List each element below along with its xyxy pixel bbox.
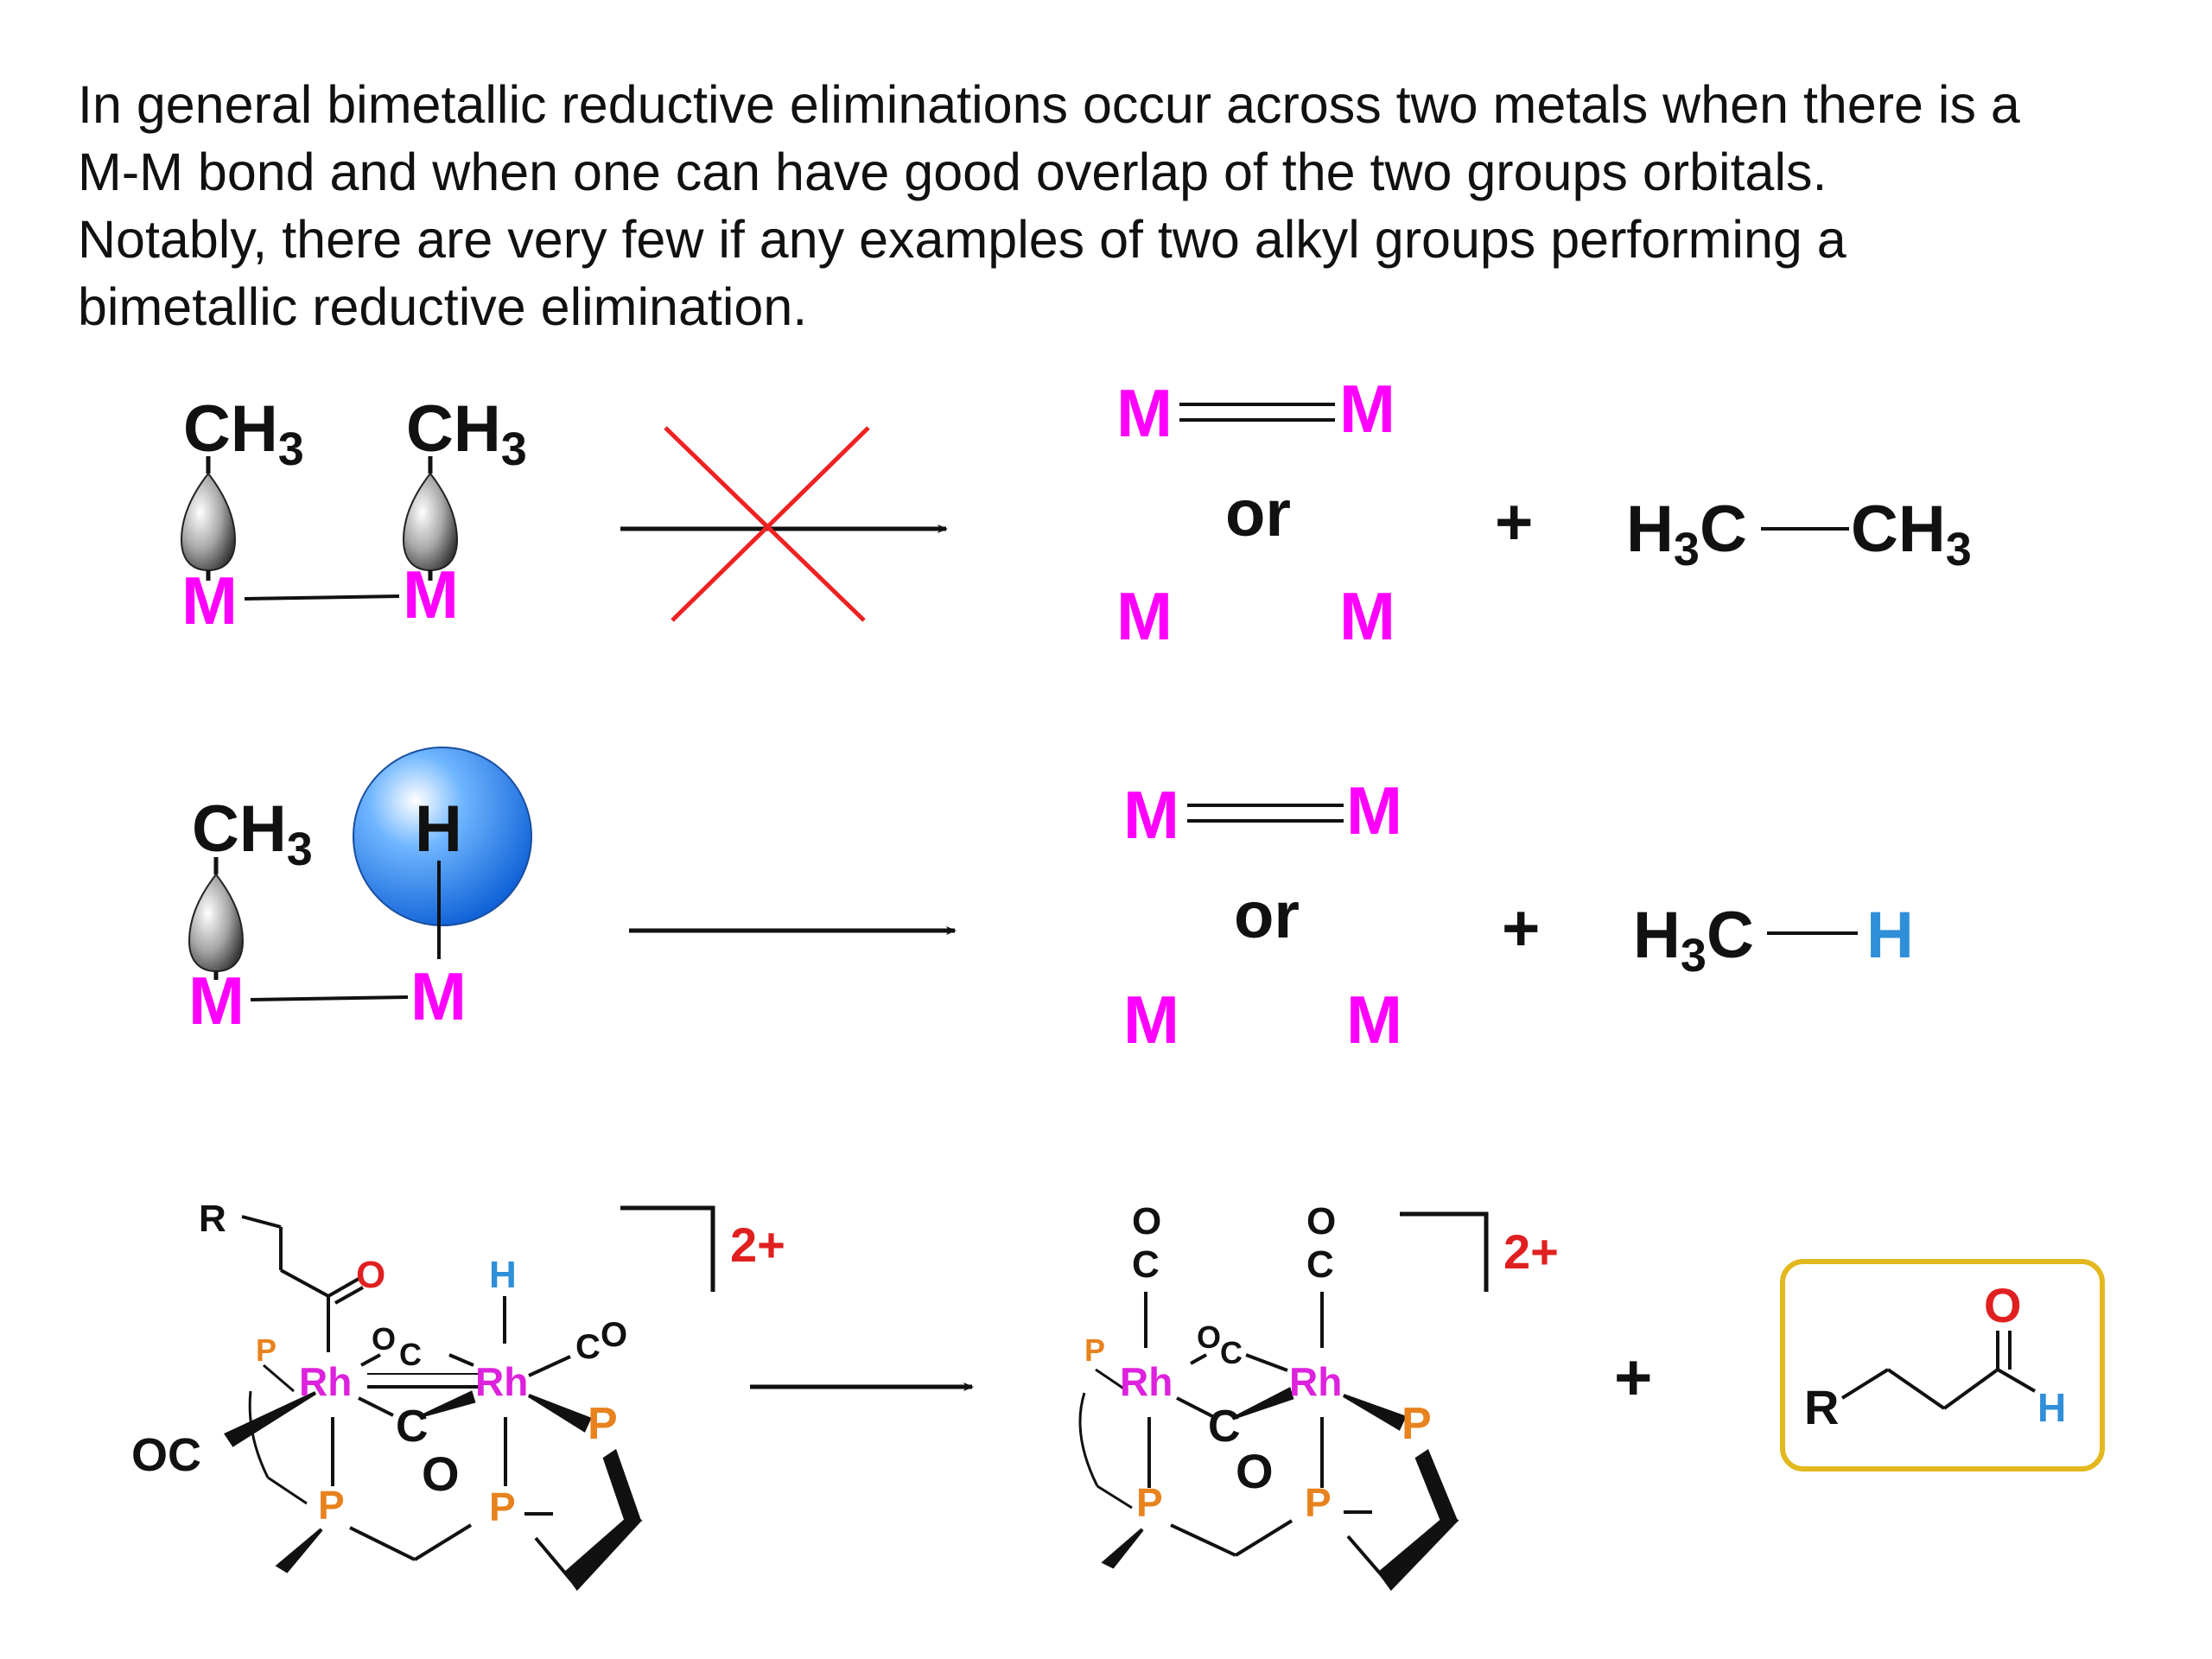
- row2-reactant: CH3 H M M: [188, 747, 532, 1039]
- row1-products: M M or M M + H3C CH3: [1116, 371, 1972, 654]
- orbital-lobe-icon: [180, 472, 237, 572]
- row1-ethane-right: CH3: [1851, 493, 1972, 575]
- row2-metal-left: M: [188, 963, 245, 1039]
- row2-methane-h: H: [1866, 899, 1914, 972]
- row3-p-bottom-right: P: [489, 1484, 516, 1529]
- row3-p-top-left: P: [256, 1332, 276, 1368]
- aldehyde-h: H: [2037, 1385, 2066, 1430]
- row2-plus: +: [1502, 892, 1540, 965]
- row3p-co2-o: O: [1306, 1200, 1336, 1243]
- row3-r-group: R: [199, 1198, 226, 1240]
- row1-product-metal-tl: M: [1116, 375, 1173, 451]
- aldehyde-r: R: [1804, 1380, 1839, 1434]
- row3p-rh-right: Rh: [1289, 1359, 1342, 1404]
- row3p-p-bottom-right: P: [1305, 1480, 1332, 1525]
- row3-bridge-c2: C: [396, 1402, 429, 1452]
- row3-reactant-complex: [224, 1215, 643, 1592]
- row3-bridge-c: C: [399, 1337, 422, 1372]
- row1-forbidden-arrow: [620, 426, 948, 622]
- row3p-rh-left: Rh: [1120, 1359, 1173, 1404]
- row3-acyl-oxygen: O: [356, 1254, 385, 1296]
- row2-product-metal-tr: M: [1346, 772, 1402, 849]
- row2-product-metal-tl: M: [1123, 777, 1179, 853]
- row3-bridge-o2: O: [422, 1446, 460, 1501]
- row3-bridge-o: O: [372, 1321, 396, 1357]
- row3-product-bracket: [1400, 1211, 1489, 1292]
- row1-product-metal-tr: M: [1339, 371, 1395, 447]
- row2-metal-right: M: [410, 958, 467, 1034]
- row1-ch3-left: CH3: [183, 392, 304, 475]
- row3-co-right-c: C: [575, 1328, 601, 1366]
- red-cross-icon: [664, 426, 866, 622]
- row2-hydride: H: [415, 792, 462, 866]
- row3p-co1-o: O: [1132, 1200, 1161, 1243]
- red-cross-icon: [671, 426, 870, 622]
- row3p-p-right: P: [1402, 1399, 1432, 1449]
- row1-reactant: CH3 CH3 M M: [180, 392, 527, 639]
- intro-line-3: Notably, there are very few if any examp…: [78, 210, 1847, 269]
- row1-ch3-right: CH3: [406, 392, 527, 475]
- row3-product-charge: 2+: [1503, 1224, 1559, 1279]
- row3-reactant-labels: R O H P O C Rh Rh C O OC C O P P P 2+: [131, 1198, 785, 1529]
- row2-product-metal-br: M: [1346, 982, 1402, 1058]
- row2-ch3: CH3: [192, 792, 313, 875]
- row1-or: or: [1225, 477, 1291, 550]
- row3p-p-top-left: P: [1084, 1332, 1105, 1368]
- aldehyde-o: O: [1984, 1278, 2022, 1332]
- row1-plus: +: [1495, 486, 1533, 559]
- row2-product-metal-bl: M: [1123, 982, 1179, 1058]
- row3-plus: +: [1614, 1341, 1652, 1414]
- row3-p-right: P: [588, 1399, 618, 1449]
- intro-paragraph: In general bimetallic reductive eliminat…: [78, 71, 2169, 340]
- row3-rh-left: Rh: [299, 1359, 352, 1404]
- row3-product-complex: [1078, 1292, 1459, 1592]
- row3p-bridge-c2: C: [1208, 1402, 1241, 1452]
- row3-hydride: H: [489, 1254, 517, 1296]
- h-orbital-sphere-icon: [353, 747, 532, 926]
- row1-ethane-left: H3C: [1626, 493, 1747, 575]
- row1-metal-left: M: [181, 563, 238, 639]
- row1-metal-right: M: [403, 556, 459, 632]
- row3p-bridge-o2: O: [1236, 1444, 1274, 1498]
- intro-line-2: M-M bond and when one can have good over…: [78, 143, 1827, 201]
- row3-p-bottom-left: P: [318, 1483, 345, 1528]
- intro-line-1: In general bimetallic reductive eliminat…: [78, 75, 2020, 134]
- row2-or: or: [1234, 879, 1300, 952]
- row3-reactant-bracket: [620, 1205, 715, 1292]
- row3-co-left: OC: [131, 1429, 201, 1481]
- row1-product-metal-bl: M: [1116, 578, 1173, 654]
- row3p-p-bottom-left: P: [1136, 1480, 1163, 1525]
- orbital-lobe-icon: [188, 873, 245, 973]
- row3p-co2-c: C: [1306, 1243, 1334, 1286]
- row3-product-labels: O C O C P O C Rh Rh C O P P P 2+: [1084, 1200, 1559, 1525]
- row3-rh-right: Rh: [475, 1359, 528, 1404]
- row1-product-metal-br: M: [1339, 578, 1395, 654]
- row3p-bridge-c: C: [1220, 1335, 1243, 1370]
- row3p-co1-c: C: [1132, 1243, 1160, 1286]
- row2-products: M M or M M + H3C H: [1123, 772, 1914, 1058]
- intro-line-4: bimetallic reductive elimination.: [78, 277, 808, 336]
- aldehyde-box: R O H: [1780, 1259, 2105, 1471]
- row3p-bridge-o: O: [1197, 1319, 1221, 1355]
- row3-reactant-charge: 2+: [730, 1217, 785, 1272]
- row2-methane-left: H3C: [1633, 899, 1754, 982]
- row3-co-right-o: O: [601, 1316, 627, 1354]
